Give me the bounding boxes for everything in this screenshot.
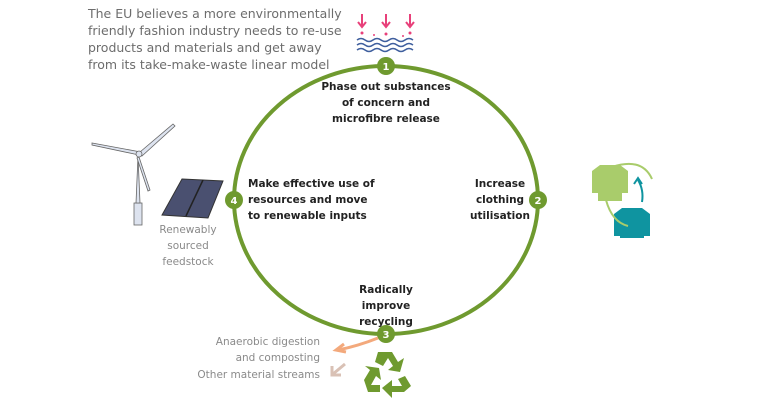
step-node-1: 1 (377, 57, 395, 75)
step-number: 3 (383, 330, 390, 341)
step-number: 1 (383, 62, 390, 73)
water-waves-icon (356, 37, 414, 53)
step-4-label: Make effective use of resources and move… (248, 178, 375, 222)
anaerobic-digestion-label: Anaerobic digestion and composting (215, 336, 320, 364)
wind-turbine-icon (91, 123, 176, 226)
step-number: 4 (231, 196, 238, 207)
other-material-streams-label: Other material streams (197, 369, 320, 381)
other-streams-arrow (332, 362, 346, 376)
microfibre-icon (357, 14, 415, 37)
anaerobic-arrow (337, 336, 379, 352)
recycle-icon (364, 352, 411, 398)
clothing-cycle-icon (592, 163, 653, 238)
step-node-4: 4 (225, 191, 243, 209)
step-1-label: Phase out substances of concern and micr… (321, 81, 451, 125)
step-node-3: 3 (377, 325, 395, 343)
solar-panel-icon (161, 178, 224, 219)
step-number: 2 (535, 196, 542, 207)
step-2-label: Increase clothing utilisation (470, 178, 530, 222)
intro-text: The EU believes a more environmentally f… (88, 6, 342, 72)
renewable-feedstock-label: Renewably sourced feedstock (159, 224, 217, 268)
step-3-label: Radically improve recycling (359, 284, 413, 328)
step-node-2: 2 (529, 191, 547, 209)
